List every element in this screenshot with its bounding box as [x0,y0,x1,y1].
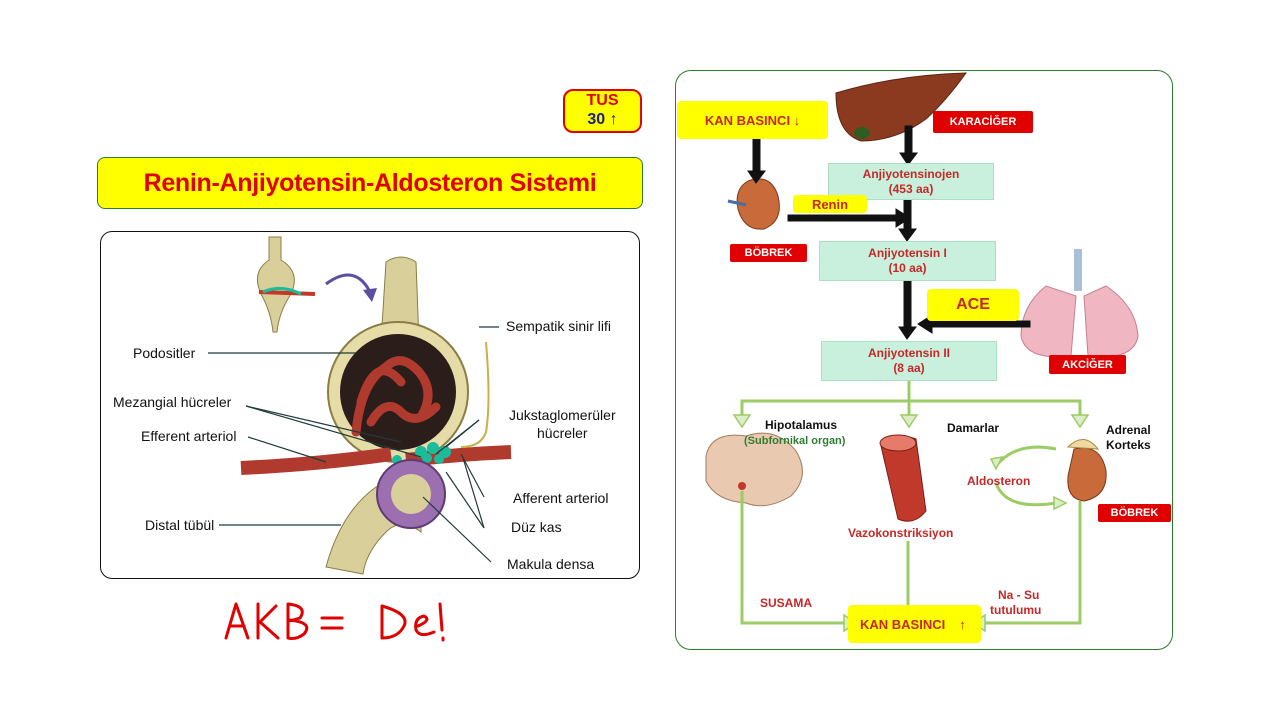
flow-arrows [705,72,1139,638]
raas-flow-diagram: KAN BASINCI ↓ KARACİĞER Anjiyotensinojen… [675,70,1173,650]
na-su-label: Na - Su [998,588,1040,602]
label-makula: Makula densa [507,556,595,572]
anjiyotensinojen-box: Anjiyotensinojen (453 aa) [828,163,994,200]
aldosteron-label: Aldosteron [967,474,1031,488]
up-arrow-icon: ↑ [959,616,966,632]
hipotalamus-label: Hipotalamus [765,418,838,432]
akciger-tag: AKCİĞER [1049,355,1126,374]
label-efferent: Efferent arteriol [141,428,237,444]
handwritten-note [224,602,445,642]
label-duz-kas: Düz kas [511,519,562,535]
label-afferent: Afferent arteriol [513,490,609,506]
susama-label: SUSAMA [760,596,813,610]
adrenal-label: Adrenal [1106,423,1151,437]
label-juksta-2: hücreler [537,425,588,441]
anjiyotensin-2-name: Anjiyotensin II [867,346,950,360]
glomerulus-illustration [208,236,512,575]
anjiyotensin-2-box: Anjiyotensin II (8 aa) [821,341,997,381]
anjiyotensinojen-size: (453 aa) [888,181,934,196]
kan-basinci-low: KAN BASINCI ↓ [677,101,828,139]
kan-basinci-text: KAN BASINCI [860,616,946,632]
tus-count: 30 ↑ [587,111,618,128]
tutulumu-label: tutulumu [990,603,1042,617]
page-title: Renin-Anjiyotensin-Aldosteron Sistemi [97,157,643,209]
tus-label: TUS [586,92,619,109]
vazokonstriksiyon-label: Vazokonstriksiyon [848,526,954,540]
anjiyotensin-2-size: (8 aa) [893,361,925,375]
anjiyotensin-1-size: (10 aa) [888,261,927,275]
karaciger-tag: KARACİĞER [933,111,1033,133]
label-podositler: Podositler [133,345,196,361]
ace-label: ACE [927,289,1019,321]
kan-basinci-high: KAN BASINCI ↑ [848,605,981,643]
anjiyotensin-1-box: Anjiyotensin I (10 aa) [819,241,996,281]
anjiyotensinojen-name: Anjiyotensinojen [862,166,960,181]
label-mezangial: Mezangial hücreler [113,394,232,410]
damarlar-label: Damarlar [947,421,1000,435]
tus-badge: TUS 30 ↑ [563,89,642,133]
label-sempatik: Sempatik sinir lifi [506,318,612,334]
bobrek-tag-2: BÖBREK [1098,504,1171,522]
renin-label: Renin [793,195,867,213]
anjiyotensin-1-name: Anjiyotensin I [868,246,947,260]
bobrek-tag-1: BÖBREK [730,244,807,262]
juxtaglomerular-diagram: Podositler Mezangial hücreler Efferent a… [100,231,640,579]
subfornikal-label: (Subfornikal organ) [744,435,846,447]
label-distal: Distal tübül [145,517,215,533]
label-juksta-1: Jukstaglomerüler [509,407,616,423]
korteks-label: Korteks [1106,438,1151,452]
